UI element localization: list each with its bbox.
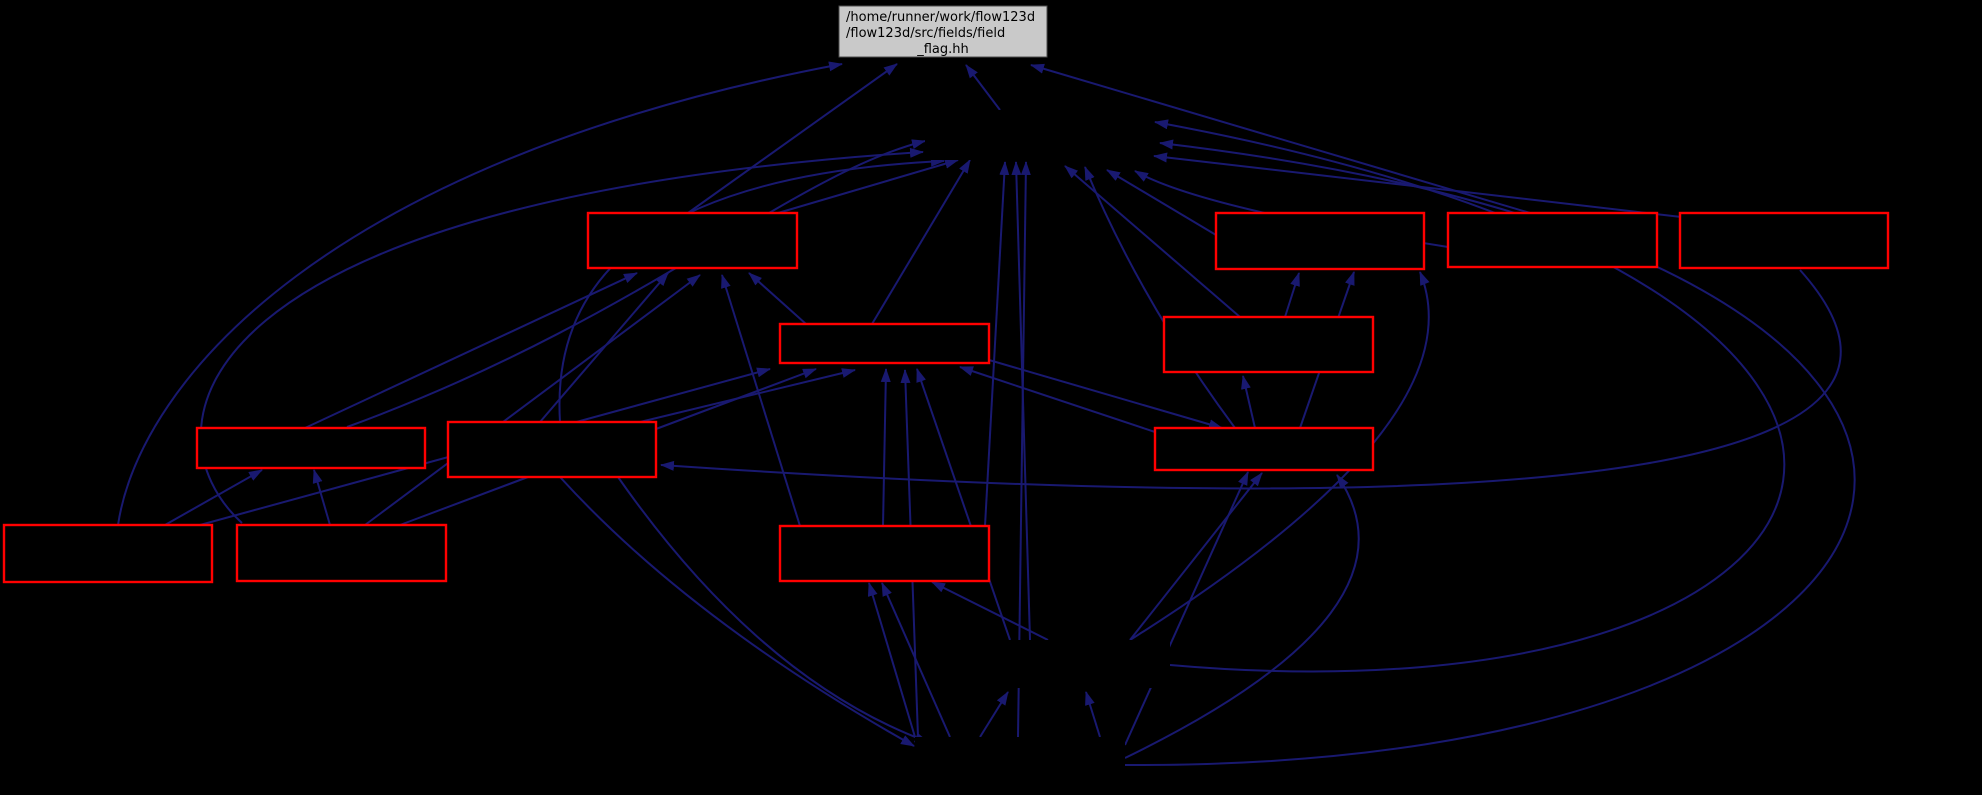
file-node-box-h[interactable] xyxy=(778,322,991,365)
include-edge-35 xyxy=(312,469,331,526)
include-edge-47 xyxy=(988,359,1223,430)
include-edge-26 xyxy=(639,368,856,423)
include-edge-5 xyxy=(199,147,924,524)
hidden-node-hub-top xyxy=(925,110,1150,160)
title-line-2: _flag.hh xyxy=(916,42,969,57)
include-edge-44 xyxy=(1085,691,1101,738)
include-edge-14 xyxy=(1106,169,1217,236)
include-edge-3 xyxy=(1030,63,1531,214)
file-node-box-i1[interactable] xyxy=(1214,211,1426,271)
include-edge-39 xyxy=(1284,272,1300,318)
file-node-box-d[interactable] xyxy=(235,523,448,583)
include-edge-31 xyxy=(867,582,916,738)
hidden-node-hub-bottom-1 xyxy=(1000,640,1170,688)
include-edge-12 xyxy=(1064,165,1241,318)
file-node-box-g[interactable] xyxy=(586,211,799,270)
include-edge-43 xyxy=(979,691,1009,738)
include-edge-17 xyxy=(1154,119,1786,673)
include-edge-45 xyxy=(617,476,929,743)
include-edge-19 xyxy=(304,272,638,429)
include-edge-8 xyxy=(871,159,971,325)
include-edge-21 xyxy=(364,274,701,526)
title-line-1: /flow123d/src/fields/field xyxy=(846,26,1005,41)
file-node-box-f[interactable] xyxy=(1153,426,1375,472)
hidden-node-hub-bottom-2 xyxy=(915,737,1125,790)
include-edge-46 xyxy=(559,476,915,747)
title-file-node[interactable] xyxy=(838,5,1048,58)
include-edge-23 xyxy=(721,274,801,527)
include-edge-30 xyxy=(959,366,1156,433)
include-edge-42 xyxy=(660,269,1842,490)
include-edge-29 xyxy=(916,368,1011,641)
file-node-box-b[interactable] xyxy=(446,420,658,479)
include-edge-7 xyxy=(777,158,959,214)
include-edge-2 xyxy=(965,64,1001,111)
title-file-node-label: /home/runner/work/flow123d/flow123d/src/… xyxy=(846,10,1035,57)
include-edge-27 xyxy=(880,368,891,527)
include-edge-13 xyxy=(1084,166,1236,429)
title-line-0: /home/runner/work/flow123d xyxy=(846,10,1035,25)
include-edge-48 xyxy=(1241,375,1256,429)
include-edge-9 xyxy=(984,161,1010,527)
edges-layer xyxy=(117,61,1856,767)
file-node-box-e[interactable] xyxy=(778,524,991,583)
include-edge-37 xyxy=(1129,472,1263,641)
file-node-box-c[interactable] xyxy=(2,523,214,584)
include-edge-38 xyxy=(1124,474,1360,759)
include-edge-22 xyxy=(748,272,807,325)
file-node-box-j[interactable] xyxy=(1162,315,1375,374)
include-edge-32 xyxy=(881,582,951,738)
include-edge-34 xyxy=(164,469,263,526)
include-edge-0 xyxy=(117,61,843,526)
include-edge-41 xyxy=(1129,271,1430,641)
file-node-box-a[interactable] xyxy=(195,426,427,470)
include-edge-1 xyxy=(687,63,898,214)
include-edge-33 xyxy=(931,581,1049,641)
file-node-box-i3[interactable] xyxy=(1678,211,1890,270)
file-node-box-i2[interactable] xyxy=(1446,211,1659,269)
nodes-layer: /home/runner/work/flow123d/flow123d/src/… xyxy=(2,5,1890,790)
